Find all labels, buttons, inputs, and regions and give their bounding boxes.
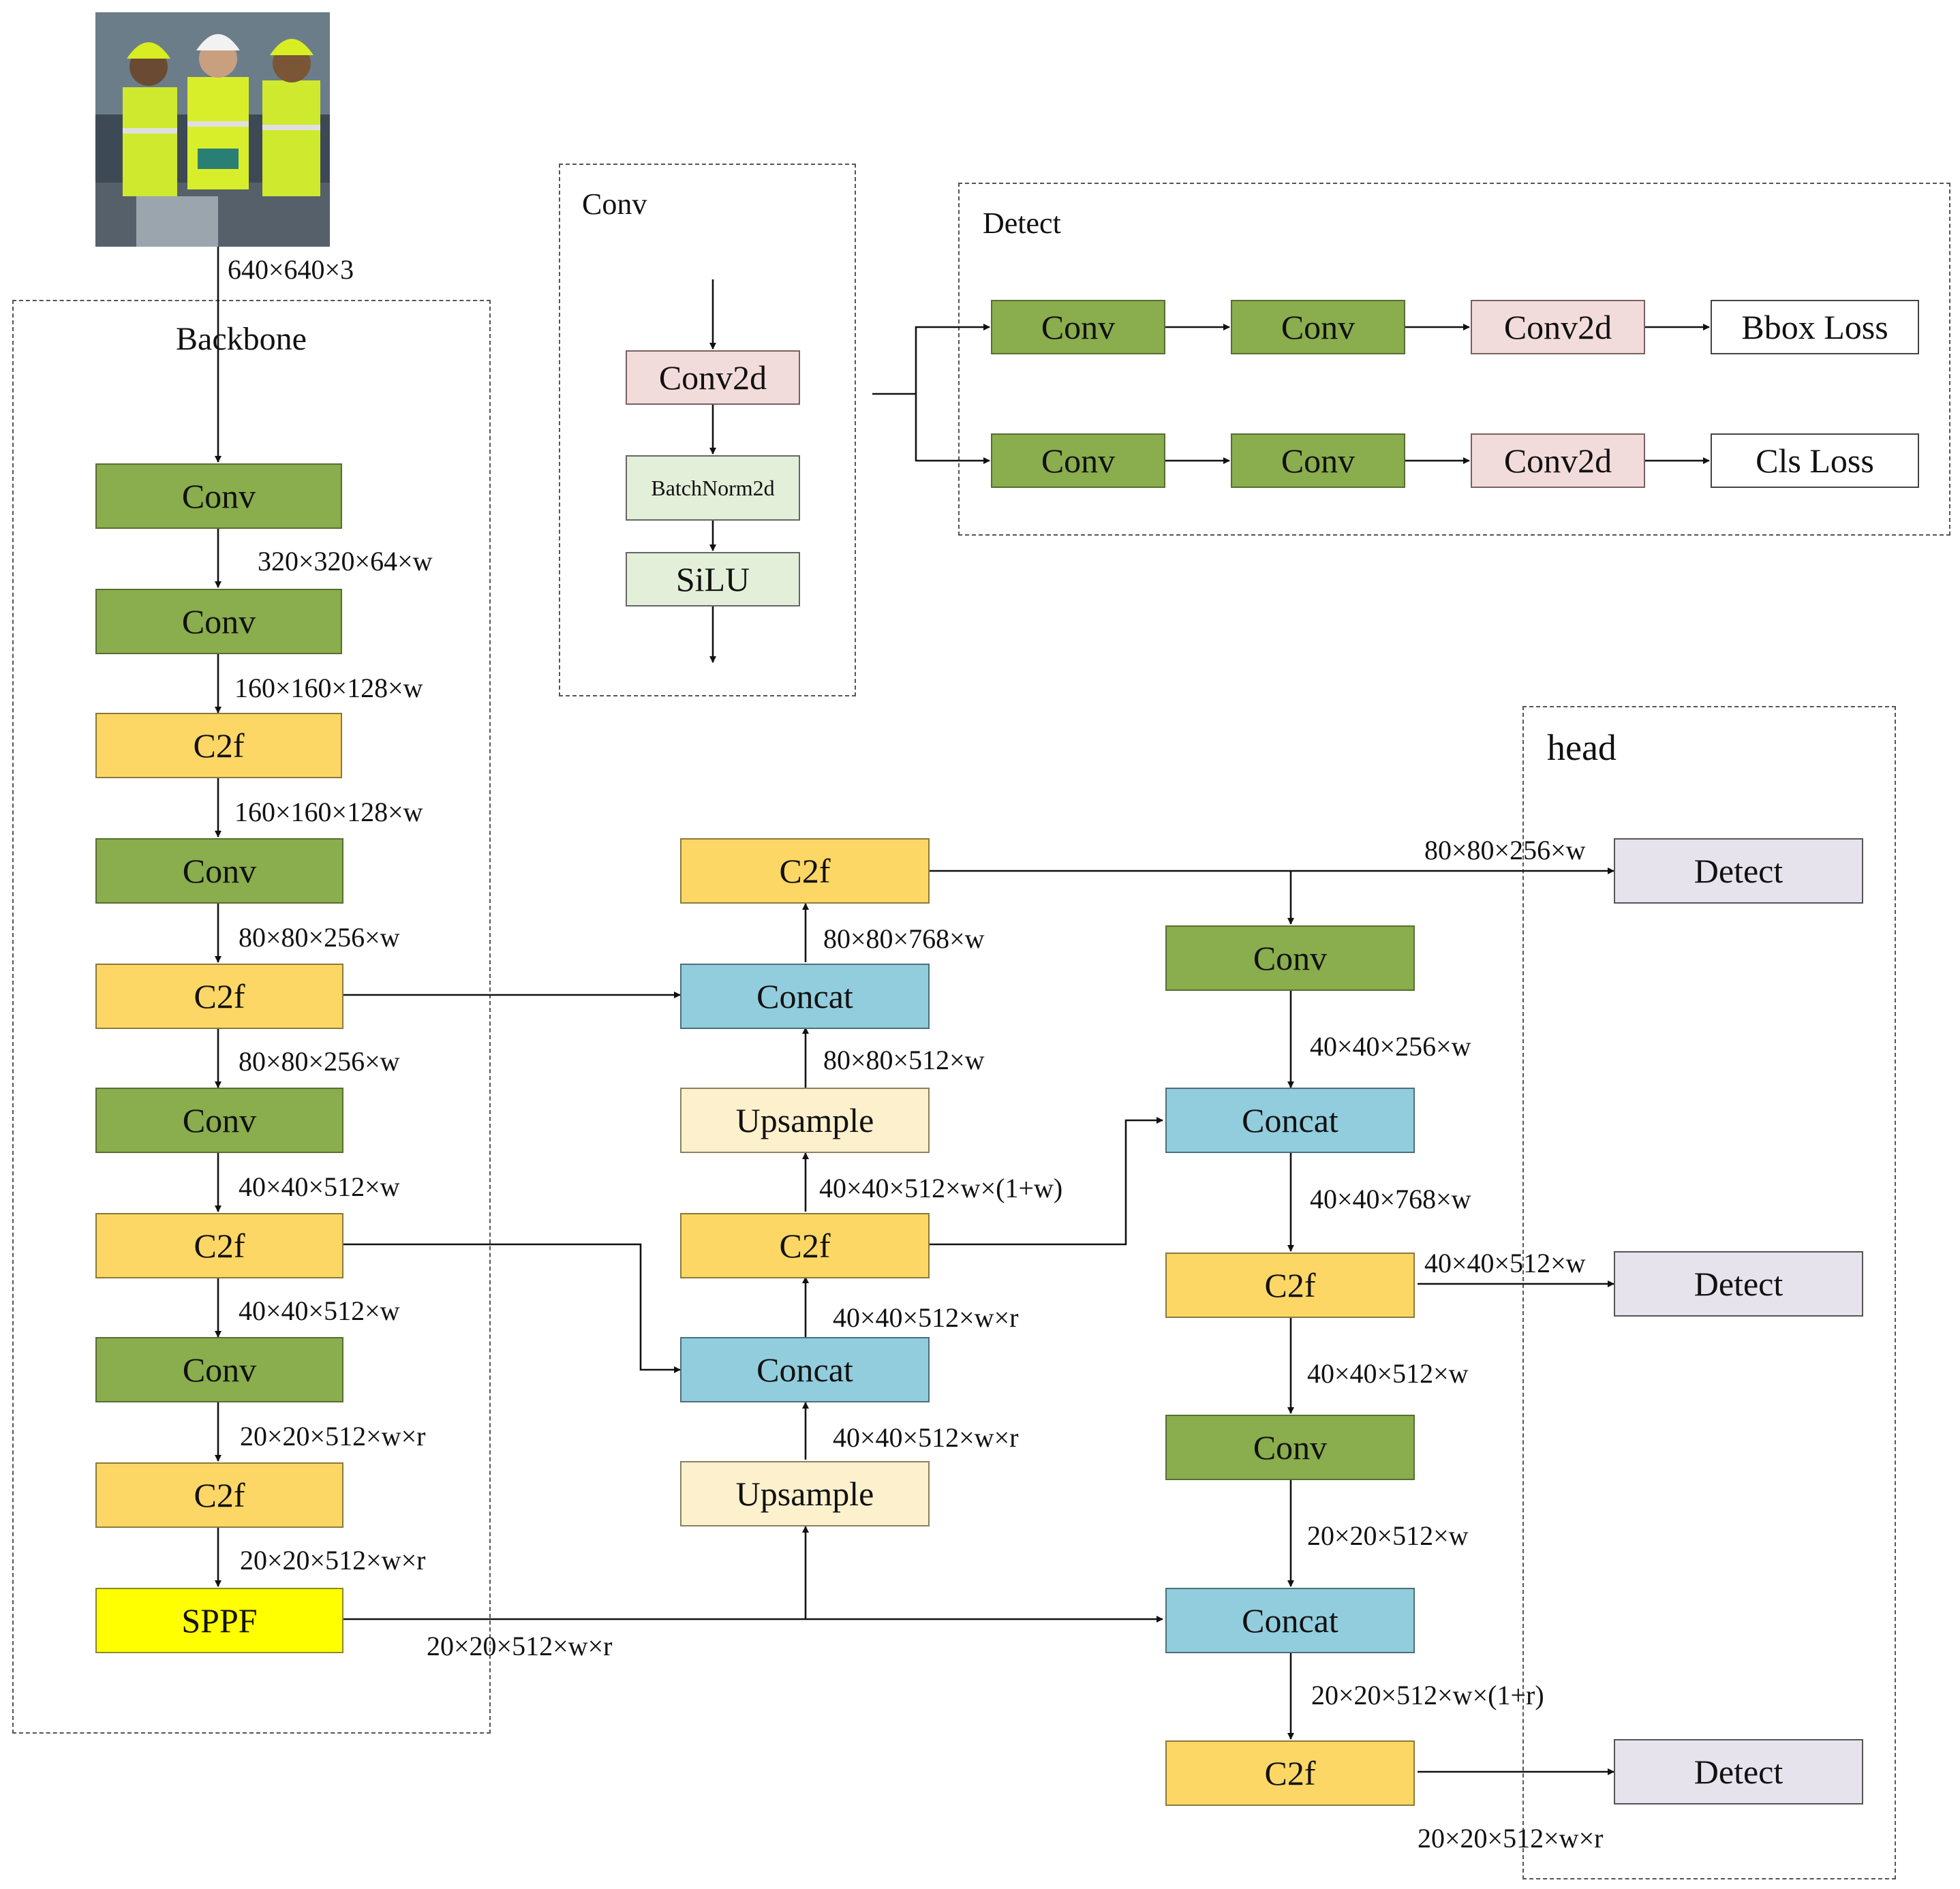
detect-row1-conv2d: Conv2d — [1471, 300, 1645, 354]
neck-col2-shape-1: 40×40×256×w — [1310, 1031, 1471, 1062]
backbone-shape-8: 20×20×512×w×r — [240, 1421, 426, 1452]
backbone-shape-5: 80×80×256×w — [239, 1046, 400, 1077]
arrow-detect-row2 — [915, 394, 990, 464]
neck-concat-top: Concat — [680, 964, 930, 1029]
neck-c2f-top: C2f — [680, 838, 930, 904]
backbone-shape-6: 40×40×512×w — [239, 1171, 400, 1202]
detect-row1-conv-2: Conv — [1231, 300, 1405, 354]
detect-row2-conv-1: Conv — [991, 433, 1165, 488]
neck-upsample-top: Upsample — [680, 1088, 930, 1153]
backbone-group — [12, 300, 491, 1734]
bbox-loss: Bbox Loss — [1711, 300, 1919, 354]
head-title: head — [1547, 727, 1617, 768]
neck-c2f-mid: C2f — [680, 1213, 930, 1278]
head-detect-3: Detect — [1614, 1739, 1863, 1804]
neck-col2-shape-2: 40×40×768×w — [1310, 1184, 1471, 1214]
neck-c2f-right-mid: C2f — [1165, 1253, 1415, 1318]
conv-module-title: Conv — [582, 187, 647, 221]
backbone-shape-9: 20×20×512×w×r — [240, 1545, 426, 1576]
arrow-c2f-p4-to-concat — [343, 1243, 681, 1373]
cls-loss: Cls Loss — [1711, 433, 1919, 488]
neck-c2f-right-bottom: C2f — [1165, 1740, 1415, 1806]
neck-col2-shape-3: 40×40×512×w — [1307, 1358, 1469, 1389]
conv-module-conv2d: Conv2d — [626, 350, 800, 405]
detect-row2-conv2d: Conv2d — [1471, 433, 1645, 488]
neck-col1-shape-3: 40×40×512×w×(1+w) — [819, 1173, 1063, 1203]
neck-concat-right-bottom: Concat — [1165, 1588, 1415, 1653]
backbone-shape-4: 80×80×256×w — [239, 922, 400, 953]
head-shape-3: 20×20×512×w×r — [1418, 1823, 1604, 1854]
backbone-c2f-3: C2f — [95, 1213, 343, 1278]
head-group — [1522, 706, 1896, 1879]
conv-module-group — [559, 164, 856, 696]
backbone-shape-1: 320×320×64×w — [258, 546, 433, 577]
backbone-shape-2: 160×160×128×w — [234, 673, 423, 703]
neck-concat-right-top: Concat — [1165, 1088, 1415, 1153]
backbone-c2f-1: C2f — [95, 713, 342, 778]
neck-col2-shape-4: 20×20×512×w — [1307, 1520, 1469, 1551]
input-image — [95, 12, 330, 247]
neck-col1-shape-4: 40×40×512×w×r — [833, 1302, 1019, 1333]
head-detect-1: Detect — [1614, 838, 1863, 904]
backbone-conv-3: Conv — [95, 838, 343, 904]
neck-conv-top: Conv — [1165, 925, 1415, 991]
neck-col1-shape-5: 40×40×512×w×r — [833, 1422, 1019, 1453]
detect-row2-conv-2: Conv — [1231, 433, 1405, 488]
neck-conv-mid: Conv — [1165, 1415, 1415, 1480]
backbone-conv-4: Conv — [95, 1088, 343, 1153]
backbone-c2f-2: C2f — [95, 964, 343, 1029]
backbone-c2f-4: C2f — [95, 1462, 343, 1528]
backbone-sppf: SPPF — [95, 1588, 343, 1653]
backbone-conv-1: Conv — [95, 463, 342, 529]
backbone-conv-2: Conv — [95, 589, 342, 654]
neck-col1-shape-2: 80×80×512×w — [823, 1045, 985, 1075]
neck-col2-shape-5: 20×20×512×w×(1+r) — [1311, 1680, 1544, 1710]
backbone-conv-5: Conv — [95, 1337, 343, 1402]
backbone-shape-3: 160×160×128×w — [234, 797, 423, 827]
head-detect-2: Detect — [1614, 1251, 1863, 1317]
backbone-title: Backbone — [176, 321, 307, 357]
conv-module-batchnorm2d: BatchNorm2d — [626, 455, 800, 521]
backbone-shape-7: 40×40×512×w — [239, 1295, 400, 1326]
detect-module-group — [958, 183, 1950, 536]
neck-concat-bottom: Concat — [680, 1337, 930, 1402]
detect-row1-conv-1: Conv — [991, 300, 1165, 354]
arrow-detect-row1 — [915, 324, 990, 394]
head-shape-1: 80×80×256×w — [1424, 835, 1586, 865]
detect-module-title: Detect — [983, 206, 1061, 240]
input-size-label: 640×640×3 — [228, 254, 354, 285]
neck-upsample-bottom: Upsample — [680, 1461, 930, 1526]
arrow-c2f-mid-to-concat — [930, 1117, 1163, 1246]
head-shape-2: 40×40×512×w — [1424, 1248, 1586, 1278]
neck-col1-shape-1: 80×80×768×w — [823, 923, 985, 954]
conv-module-silu: SiLU — [626, 552, 800, 606]
sppf-output-shape: 20×20×512×w×r — [427, 1631, 613, 1661]
